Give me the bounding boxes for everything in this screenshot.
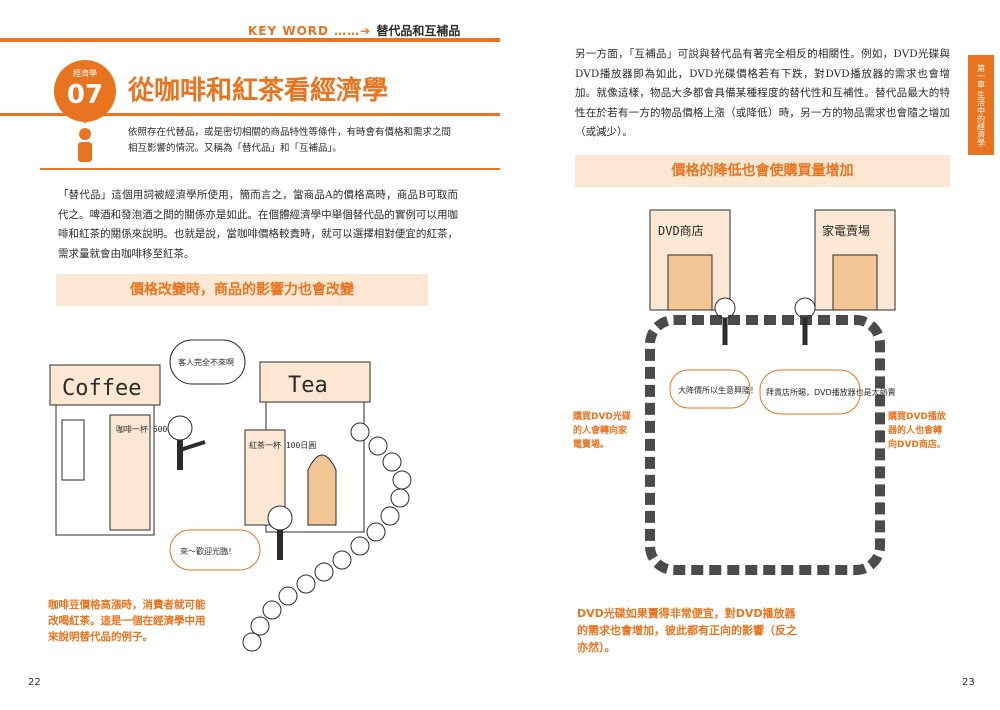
customer-loop bbox=[645, 315, 885, 575]
welcome-bubble-text: 來～歡迎光臨！ bbox=[180, 546, 236, 556]
shopkeepers bbox=[714, 297, 816, 345]
chapter-title: 從咖啡和紅茶看經濟學 bbox=[128, 76, 389, 106]
appliance-bubble-text: 拜貴店所賜，DVD播放器也是大熱賣 bbox=[766, 387, 896, 397]
keyword-header: KEY WORD ……➔ 替代品和互補品 bbox=[248, 22, 460, 39]
coffee-owner bbox=[167, 415, 206, 470]
right-body-text: 另一方面，「互補品」可說與替代品有著完全相反的相關性。例如，DVD光碟與DVD播… bbox=[575, 48, 950, 138]
coffee-tea-illustration: Coffee 咖啡一杯 5000日圓 Tea 紅茶一杯 100日圓 客人完全不來… bbox=[49, 339, 412, 652]
chapter-side-tab: 第一章 生活中的經濟學 bbox=[968, 55, 994, 155]
title-rule bbox=[0, 113, 500, 116]
left-side-note: 購買DVD光碟的人會轉向家電賣場。 bbox=[573, 412, 631, 450]
welcome-speech-bubble bbox=[169, 529, 261, 571]
page-number-left: 22 bbox=[28, 677, 41, 688]
appliance-store-sign: 家電賣場 bbox=[822, 223, 870, 238]
dvd-shop: DVD商店 bbox=[649, 209, 731, 311]
coffee-price-board: 咖啡一杯 5000日圓 bbox=[116, 424, 188, 434]
owner-bubble-text: 客人完全不來啊 bbox=[178, 357, 234, 367]
chapter-badge-label: 經濟學 bbox=[73, 69, 97, 78]
summary-rule bbox=[40, 168, 500, 170]
person-pin-icon bbox=[76, 110, 94, 162]
dvd-bubble-text: 大降價所以生意興隆！ bbox=[678, 385, 758, 395]
chapter-number: 07 bbox=[66, 80, 104, 110]
tea-price-board: 紅茶一杯 100日圓 bbox=[249, 440, 316, 450]
keyword-label: KEY WORD ……➔ bbox=[248, 24, 372, 38]
left-subheading: 價格改變時，商品的影響力也會改變 bbox=[56, 274, 428, 306]
right-caption: DVD光碟如果賣得非常便宜，對DVD播放器的需求也會增加，彼此都有正向的影響（反… bbox=[577, 607, 797, 654]
tea-owner bbox=[267, 505, 293, 560]
coffee-shop: Coffee 咖啡一杯 5000日圓 bbox=[49, 364, 188, 536]
dvd-shop-speech-bubble bbox=[669, 369, 751, 409]
customer-queue bbox=[242, 422, 412, 652]
right-side-note: 購買DVD播放器的人也會轉向DVD商店。 bbox=[888, 412, 946, 450]
dvd-illustration: DVD商店 家電賣場 大降價所以生意興隆！ 拜貴店所賜，DVD播放器也是大熱賣 bbox=[645, 209, 896, 575]
page-number-right: 23 bbox=[962, 677, 975, 688]
appliance-speech-bubble bbox=[759, 369, 861, 415]
tea-shop: Tea 紅茶一杯 100日圓 bbox=[244, 361, 371, 533]
owner-speech-bubble bbox=[169, 339, 246, 385]
chapter-summary: 依照存在代替品，或是密切相關的商品特性等條件，有時會有價格和需求之間相互影響的情… bbox=[128, 127, 452, 154]
tea-sign: Tea bbox=[288, 373, 328, 398]
header-rule bbox=[0, 38, 500, 42]
right-subheading: 價格的降低也會使購買量增加 bbox=[575, 155, 950, 187]
keyword-title: 替代品和互補品 bbox=[376, 24, 461, 38]
coffee-sign: Coffee bbox=[62, 376, 141, 401]
dvd-shop-sign: DVD商店 bbox=[658, 223, 704, 238]
left-body-text: 「替代品」這個用詞被經濟學所使用，簡而言之，當商品A的價格高時，商品B可取而代之… bbox=[58, 189, 458, 260]
appliance-store: 家電賣場 bbox=[814, 209, 896, 311]
left-caption: 咖啡豆價格高漲時，消費者就可能改喝紅茶。這是一個在經濟學中用來說明替代品的例子。 bbox=[48, 599, 206, 643]
